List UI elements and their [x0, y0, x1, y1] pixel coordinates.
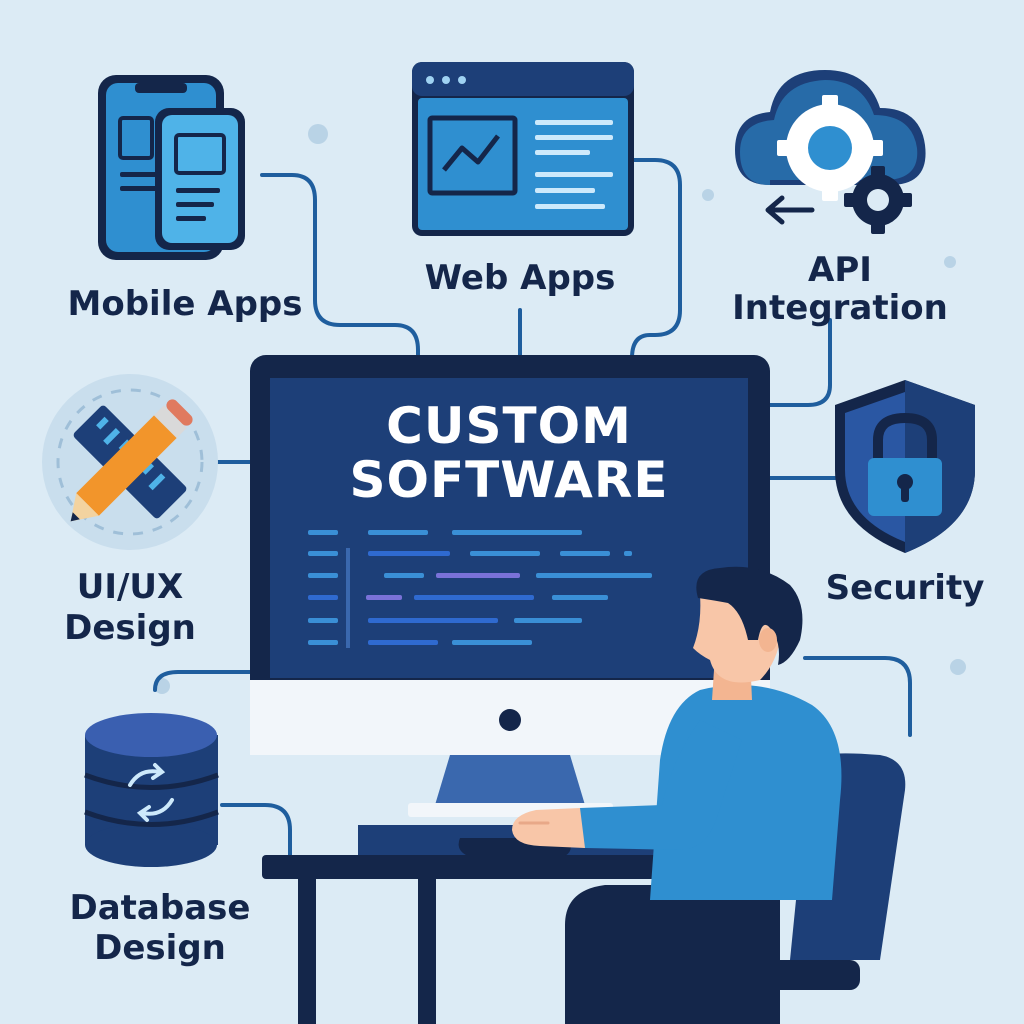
smartphone-icon [98, 75, 245, 260]
cloud-gears-icon [735, 70, 926, 234]
connector-api [768, 318, 832, 407]
screen-title-line1: CUSTOM [386, 397, 632, 455]
mobile-apps-label: Mobile Apps [67, 284, 303, 324]
connector-lines [153, 158, 912, 860]
browser-window-icon [412, 62, 634, 236]
shield-lock-icon [835, 380, 975, 553]
database-sync-icon [84, 713, 219, 867]
connector-database [220, 803, 292, 860]
monitor [250, 355, 770, 817]
web-apps-label: Web Apps [424, 258, 616, 298]
ui-ux-design-label-line2: Design [64, 608, 196, 648]
database-design-label-line1: Database [69, 888, 251, 928]
ui-ux-design-label-line1: UI/UX [76, 567, 184, 607]
screen-title-line2: SOFTWARE [349, 451, 669, 509]
database-design-label-line2: Design [94, 928, 226, 968]
ruler-pencil-icon [42, 374, 218, 550]
connector-web-right [630, 158, 682, 360]
connector-mobile [260, 173, 420, 360]
connector-security-lower [803, 656, 912, 737]
code-lines [308, 530, 652, 648]
api-integration-label-line2: Integration [732, 288, 948, 328]
security-label: Security [825, 568, 985, 608]
connector-ui-lower [153, 670, 252, 692]
person-at-computer [512, 566, 906, 1024]
api-integration-label-line1: API [808, 250, 872, 290]
